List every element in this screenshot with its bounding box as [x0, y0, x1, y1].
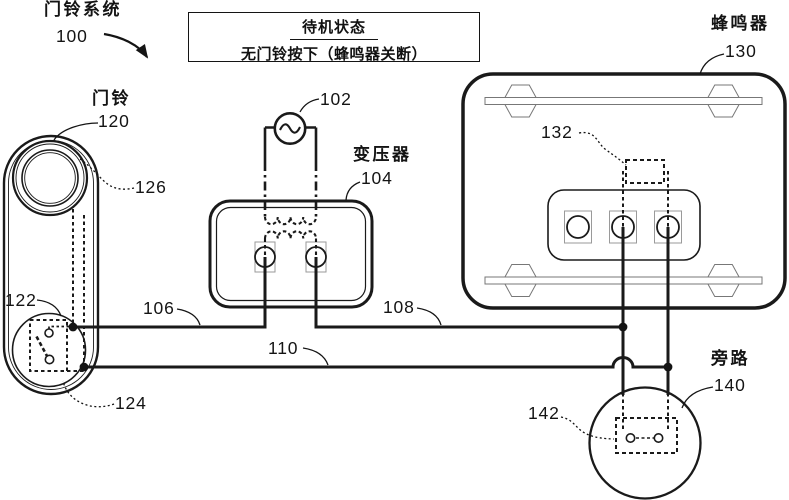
wire-110 — [84, 356, 668, 369]
switch-ref-122: 122 — [5, 290, 37, 310]
wire-110-label: 110 — [268, 338, 299, 358]
leader-142 — [560, 416, 615, 440]
system-arrow — [103, 32, 149, 59]
leader-124 — [62, 380, 115, 408]
leader-140 — [681, 386, 714, 409]
leader-106 — [176, 308, 201, 326]
doorbell-ref: 120 — [98, 111, 130, 131]
leader-130 — [699, 53, 725, 75]
doorbell-actuator-lines — [72, 209, 85, 362]
leader-122 — [36, 299, 62, 317]
wiring — [73, 227, 670, 395]
system-label: 门铃系统 — [44, 0, 122, 19]
leader-132 — [578, 131, 627, 166]
wire-108 — [314, 257, 623, 329]
buzzer-ref: 130 — [725, 41, 757, 61]
junction-dot — [79, 362, 89, 372]
primary-feed-dashdot — [263, 162, 318, 217]
transformer-label: 变压器 — [353, 145, 412, 164]
button-ref-126: 126 — [135, 177, 167, 197]
solenoid-ref-132: 132 — [541, 122, 573, 142]
junction-dot — [618, 322, 628, 332]
leader-102 — [299, 98, 320, 113]
bypass-ref: 140 — [714, 375, 746, 395]
transformer-terminals — [254, 238, 327, 273]
doorbell-label: 门铃 — [92, 89, 131, 108]
junction-dot — [68, 322, 78, 332]
state-subtitle: 无门铃按下（蜂鸣器关断） — [240, 46, 427, 63]
housing-ref-124: 124 — [115, 393, 147, 413]
switch-top-feed — [48, 325, 71, 329]
leader-104 — [345, 181, 361, 201]
doorbell-button-ring — [11, 139, 89, 217]
buzzer-label: 蜂鸣器 — [711, 14, 770, 33]
power-ref-102: 102 — [320, 89, 352, 109]
standby-state-box: 待机状态 无门铃按下（蜂鸣器关断） — [188, 12, 480, 63]
bypass-switch-142 — [615, 393, 678, 454]
doorbell-switch — [11, 312, 87, 388]
secondary-coil — [263, 230, 318, 239]
transformer-ref: 104 — [361, 168, 393, 188]
junction-dots — [68, 322, 673, 372]
bypass-label: 旁路 — [711, 349, 750, 368]
sine-wave-icon — [279, 123, 301, 134]
wire-106-label: 106 — [143, 298, 175, 318]
leader-120 — [53, 122, 99, 141]
buzzer-mounting-top — [484, 84, 763, 118]
bypass-circle — [588, 386, 702, 500]
solenoid-box-132 — [622, 159, 669, 227]
transformer-box — [208, 199, 374, 309]
switch-contact-top — [44, 328, 54, 338]
switch-contact-bottom — [44, 354, 55, 365]
state-title: 待机状态 — [289, 15, 378, 40]
junction-dot — [663, 362, 673, 372]
switch-housing-circle — [11, 312, 87, 388]
system-ref: 100 — [56, 26, 88, 46]
switch-dashed-box — [29, 319, 68, 372]
leader-126 — [79, 158, 135, 190]
bypass-switch-ref-142: 142 — [528, 403, 560, 423]
primary-coil — [263, 216, 318, 226]
wire-108-label: 108 — [383, 297, 415, 317]
leader-110 — [302, 347, 329, 366]
switch-lever — [35, 335, 49, 357]
leader-lines — [36, 53, 725, 440]
leader-108 — [416, 307, 442, 326]
wire-106 — [73, 257, 267, 329]
mounting-bar — [484, 97, 763, 105]
